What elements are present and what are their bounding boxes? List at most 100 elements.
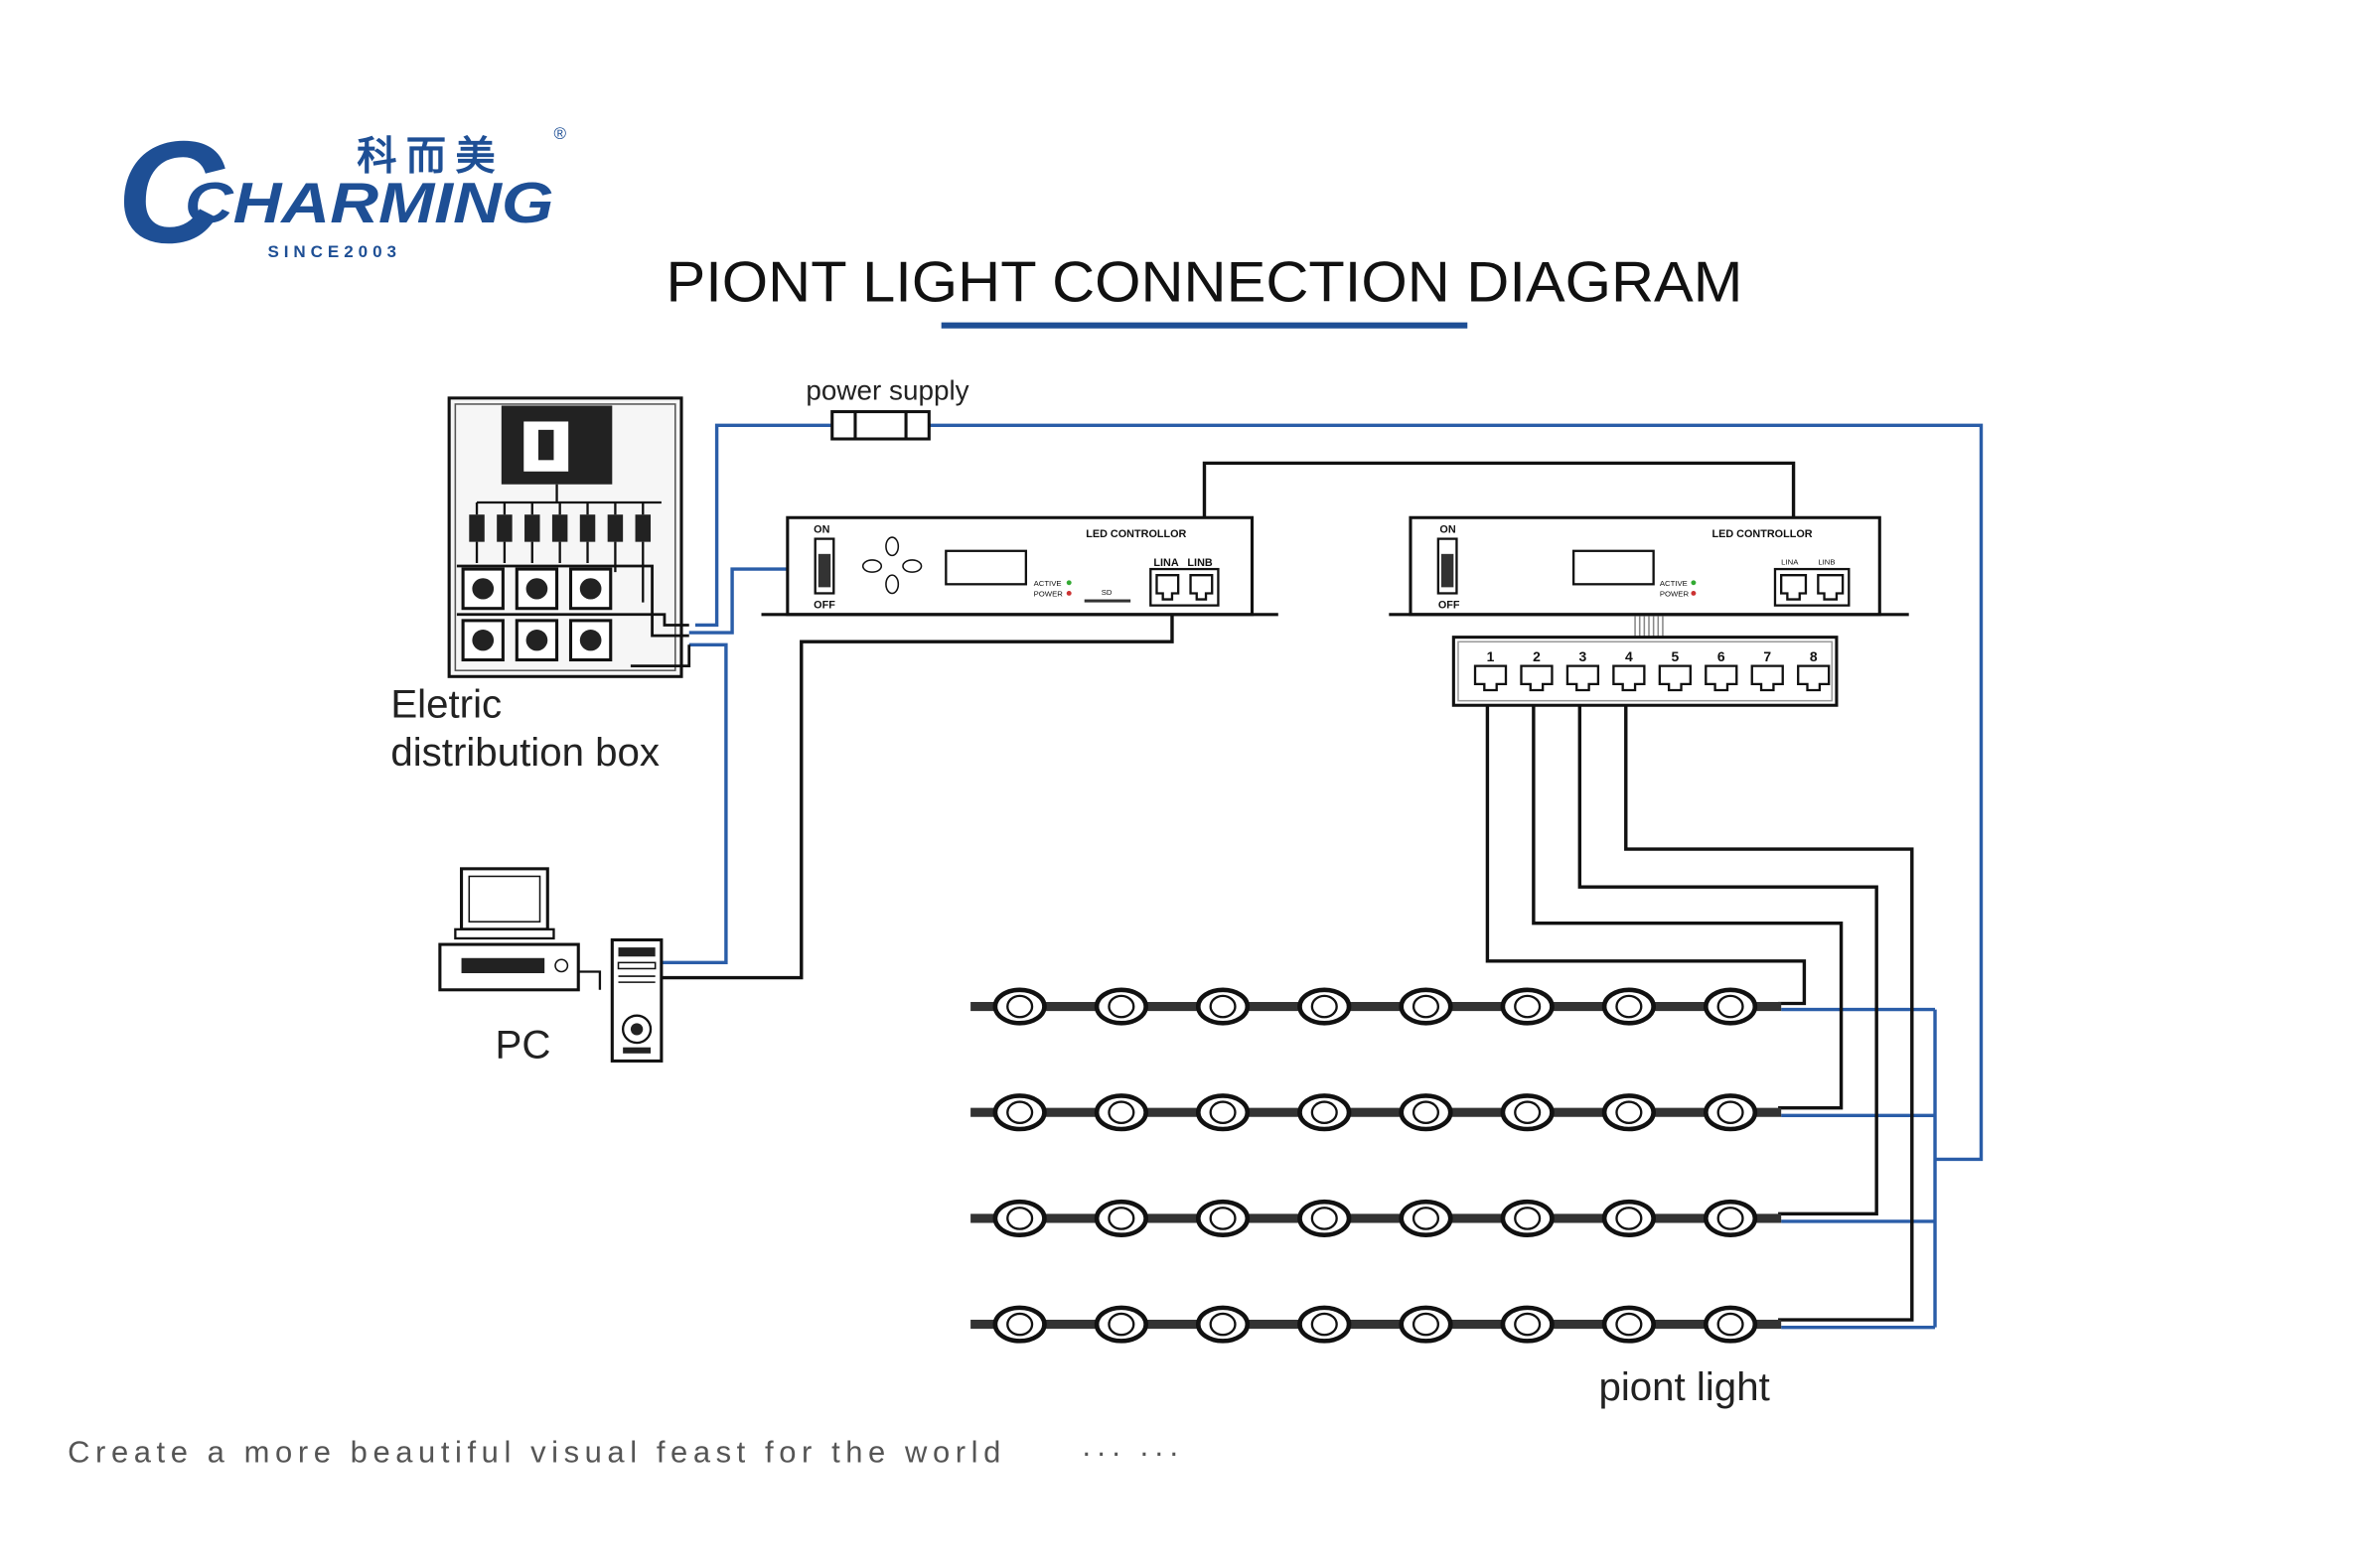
left-display	[945, 549, 1028, 586]
point-light-node	[1703, 1199, 1758, 1237]
point-light-node	[1195, 1093, 1251, 1132]
right-display	[1571, 549, 1655, 586]
right-controller-name: LED CONTROLLOR	[1711, 528, 1812, 540]
switch-port-number: 8	[1810, 648, 1818, 664]
switch-port	[1565, 664, 1600, 692]
left-port-b-label: LINB	[1187, 557, 1213, 569]
point-light-node	[1094, 987, 1148, 1026]
tagline: Create a more beautiful visual feast for…	[68, 1435, 1006, 1470]
point-light-node	[1703, 1093, 1758, 1132]
switch-port	[1520, 664, 1554, 692]
point-light-node	[992, 1093, 1047, 1132]
point-light-node	[1297, 1305, 1352, 1344]
left-power-label: POWER	[1034, 590, 1064, 599]
logo-c-letter: C	[117, 111, 226, 274]
left-controller-on: ON	[814, 524, 829, 536]
point-light-node	[1094, 1199, 1148, 1237]
blue-power-wires	[661, 423, 1984, 1330]
left-ethernet-ports	[1149, 567, 1220, 607]
led-controller-right: ON OFF LED CONTROLLOR ACTIVE POWER LINA …	[1389, 515, 1909, 617]
point-light-node	[1297, 987, 1352, 1026]
pc-label: PC	[496, 1024, 551, 1068]
right-power-label: POWER	[1660, 590, 1690, 599]
switch-port-number: 3	[1579, 648, 1587, 664]
monitor	[454, 867, 555, 940]
left-controller-off: OFF	[814, 600, 835, 612]
point-light-node	[1195, 1199, 1251, 1237]
point-light-node	[992, 1199, 1047, 1237]
distribution-box: Eletric distribution box	[390, 396, 691, 775]
switch-port	[1658, 664, 1692, 692]
right-active-label: ACTIVE	[1660, 579, 1688, 588]
point-light-node	[1399, 1199, 1453, 1237]
light-row	[970, 1199, 1782, 1237]
point-light-node	[1195, 1305, 1251, 1344]
point-light-node	[992, 987, 1047, 1026]
switch-port-number: 5	[1671, 648, 1679, 664]
left-port-a-label: LINA	[1153, 557, 1179, 569]
point-light-node	[1094, 1305, 1148, 1344]
switch-port-group: 1 2 3 4 5 6 7 8	[1473, 648, 1831, 692]
led-controller-left: ON OFF LED CONTROLLOR ACTIVE POWER SD LI…	[761, 515, 1278, 617]
point-light-node	[1703, 1305, 1758, 1344]
switch-port-number: 6	[1717, 648, 1725, 664]
small-breakers	[469, 514, 652, 542]
point-light-node	[1601, 1305, 1656, 1344]
left-sd-label: SD	[1102, 588, 1113, 597]
page-title: PIONT LIGHT CONNECTION DIAGRAM	[667, 250, 1743, 314]
point-light-node	[1297, 1199, 1352, 1237]
switch-port	[1473, 664, 1508, 692]
point-light-node	[1601, 1199, 1656, 1237]
switch-port	[1797, 664, 1831, 692]
switch-port	[1612, 664, 1646, 692]
point-light-node	[1601, 987, 1656, 1026]
switch-port-number: 4	[1625, 648, 1633, 664]
power-supply-body	[830, 410, 931, 441]
pc-tower	[610, 937, 664, 1063]
right-port-a-label: LINA	[1781, 558, 1799, 567]
logo-brand-text: CHARMING	[185, 171, 554, 234]
point-light-label: piont light	[1598, 1365, 1769, 1409]
distribution-box-label-1: Eletric	[390, 683, 502, 727]
logo-chinese-text: 科而美	[357, 135, 505, 179]
light-row	[970, 1093, 1782, 1132]
light-row	[970, 1305, 1782, 1344]
point-light-node	[1399, 987, 1453, 1026]
switch-port-number: 1	[1487, 648, 1495, 664]
logo-registered-mark: ®	[553, 124, 566, 143]
title-underline	[941, 322, 1468, 329]
right-ethernet-ports	[1773, 567, 1851, 607]
point-light-node	[1500, 1199, 1555, 1237]
point-light-node	[1500, 1305, 1555, 1344]
charming-logo: C CHARMING 科而美 ® SINCE2003	[117, 111, 567, 274]
point-light-node	[1094, 1093, 1148, 1132]
right-port-b-label: LINB	[1818, 558, 1835, 567]
point-light-node	[1703, 987, 1758, 1026]
point-light-rows	[970, 987, 1782, 1344]
point-light-node	[1399, 1305, 1453, 1344]
light-row	[970, 987, 1782, 1026]
point-light-node	[1195, 987, 1251, 1026]
right-controller-on: ON	[1439, 524, 1455, 536]
switch-port-number: 2	[1533, 648, 1541, 664]
keyboard	[438, 942, 580, 992]
switch-port	[1750, 664, 1784, 692]
pc: PC	[438, 867, 664, 1068]
tagline-dots: ··· ···	[1082, 1435, 1184, 1470]
point-light-node	[1297, 1093, 1352, 1132]
point-light-node	[1500, 987, 1555, 1026]
power-supply-label: power supply	[806, 375, 968, 406]
distribution-box-label-2: distribution box	[390, 731, 660, 775]
left-nav-buttons	[861, 536, 923, 595]
left-controller-name: LED CONTROLLOR	[1086, 528, 1186, 540]
point-light-node	[1500, 1093, 1555, 1132]
point-light-node	[1601, 1093, 1656, 1132]
right-controller-off: OFF	[1438, 600, 1460, 612]
switch-port	[1705, 664, 1738, 692]
left-active-label: ACTIVE	[1034, 579, 1062, 588]
point-light-node	[992, 1305, 1047, 1344]
logo-since-text: SINCE2003	[267, 242, 401, 261]
left-sd-slot	[1084, 599, 1131, 603]
switch-port-number: 7	[1763, 648, 1771, 664]
